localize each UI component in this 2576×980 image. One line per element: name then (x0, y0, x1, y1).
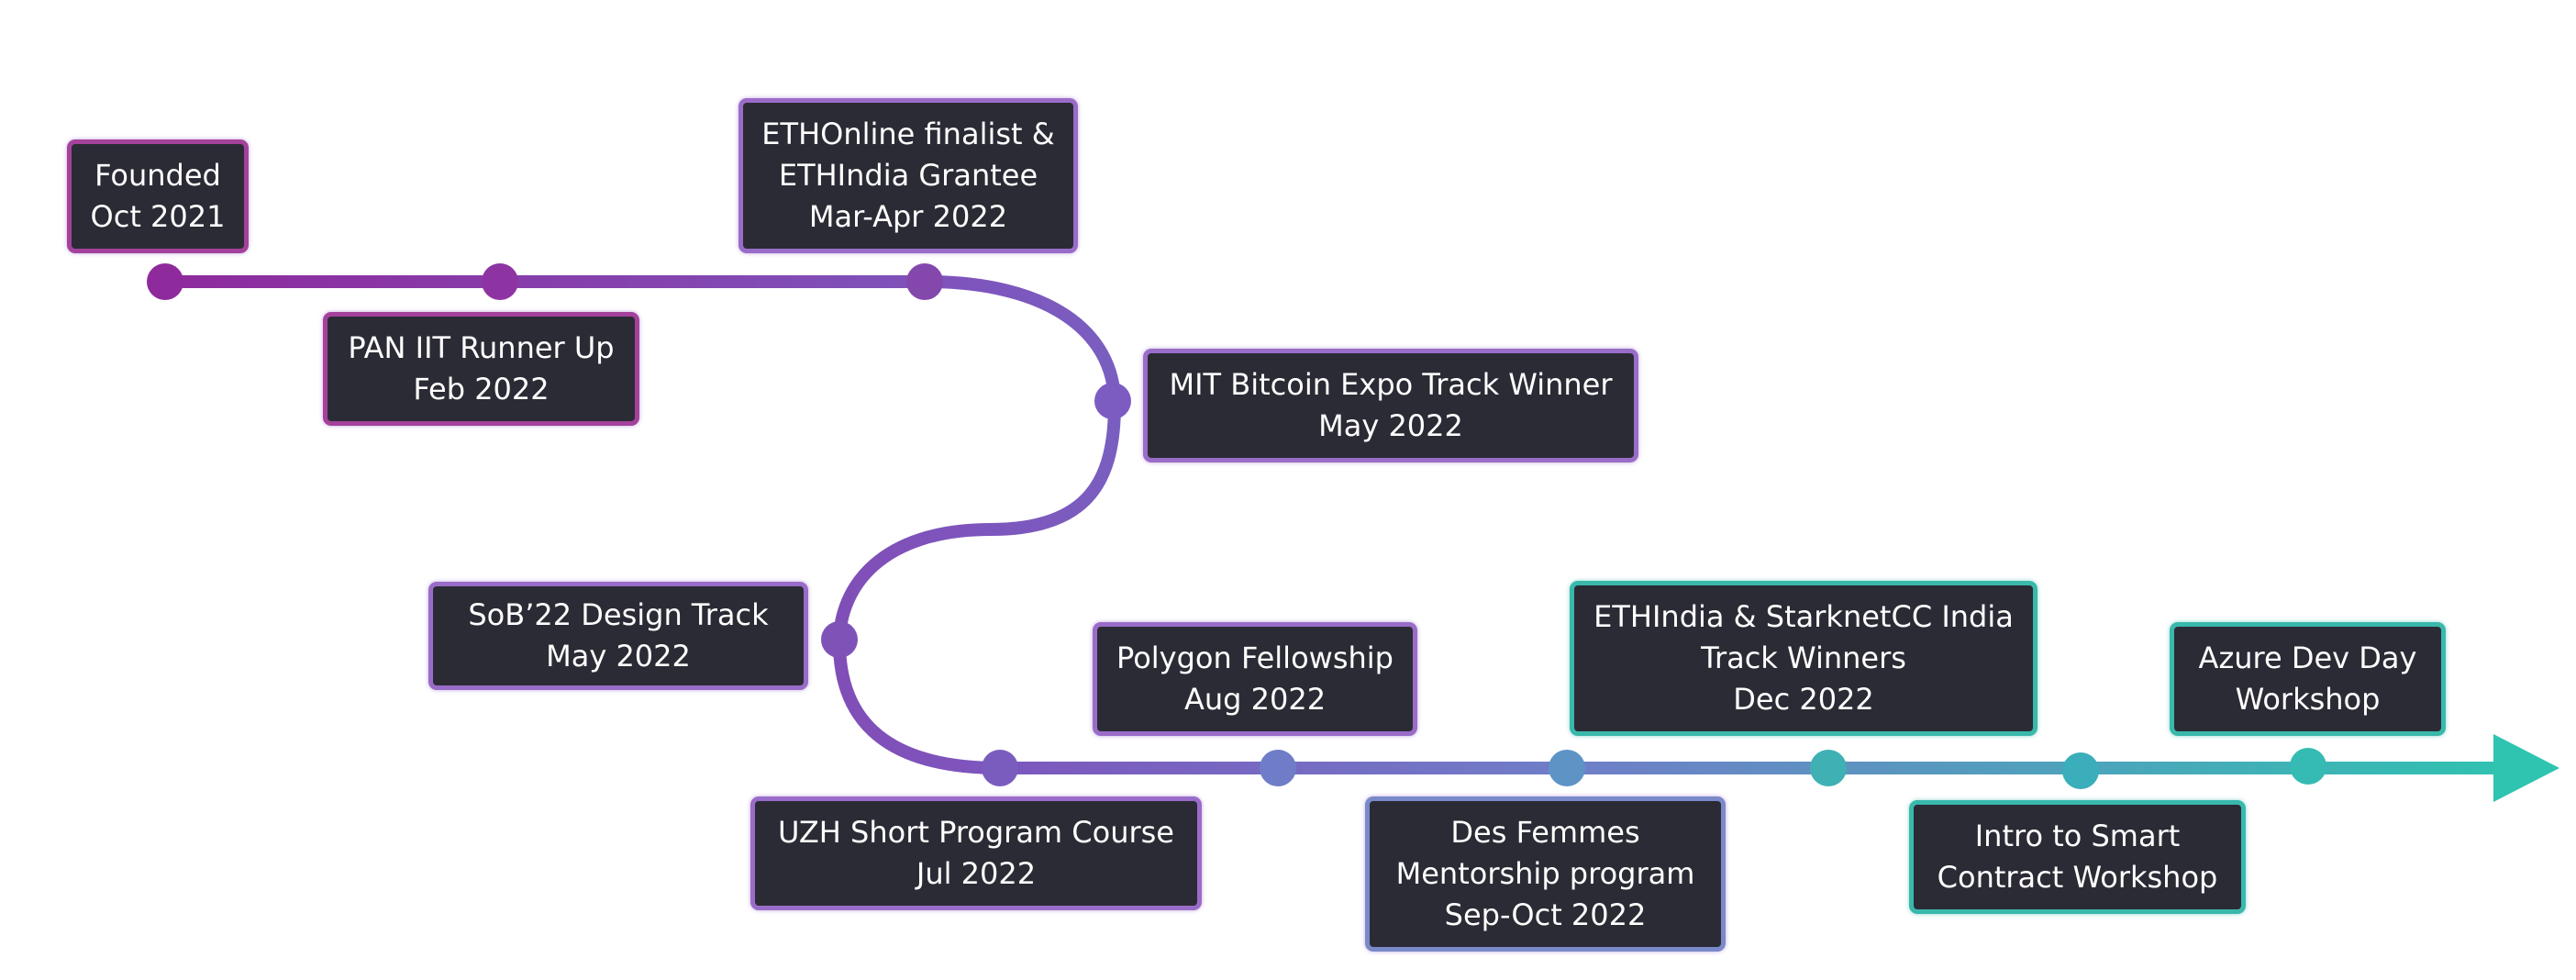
milestone-dot-polygon (1260, 750, 1296, 786)
milestone-card-intro-smart-contract: Intro to Smart Contract Workshop (1909, 800, 2246, 914)
milestone-date: Sep-Oct 2022 (1444, 897, 1647, 932)
milestone-line: Des Femmes (1450, 815, 1640, 850)
milestone-date: May 2022 (1318, 408, 1463, 443)
milestone-card-sob22: SoB’22 Design Track May 2022 (428, 582, 808, 690)
milestone-date: May 2022 (546, 639, 691, 674)
timeline-arrowhead (2493, 734, 2559, 802)
milestone-card-uzh: UZH Short Program Course Jul 2022 (750, 796, 1202, 910)
milestone-dot-mit-bitcoin (1094, 383, 1131, 419)
milestone-dot-sob22 (821, 621, 858, 658)
milestone-dot-ethindia-starknet (1810, 750, 1847, 786)
milestone-line: Mentorship program (1395, 856, 1695, 891)
milestone-line: Contract Workshop (1937, 860, 2218, 895)
milestone-card-ethonline: ETHOnline finalist & ETHIndia Grantee Ma… (738, 98, 1078, 253)
milestone-dot-des-femmes (1549, 750, 1585, 786)
milestone-card-founded: Founded Oct 2021 (67, 139, 249, 253)
milestone-line: Track Winners (1701, 640, 1906, 675)
milestone-dot-azure (2290, 748, 2326, 785)
milestone-line: ETHOnline finalist & (761, 117, 1055, 151)
milestone-line: MIT Bitcoin Expo Track Winner (1169, 367, 1613, 402)
milestone-dot-pan-iit (482, 263, 518, 300)
milestone-date: Feb 2022 (413, 372, 550, 406)
milestone-dot-uzh (982, 750, 1018, 786)
milestone-line: Polygon Fellowship (1116, 640, 1393, 675)
milestone-line: Azure Dev Day (2198, 640, 2417, 675)
milestone-date: Aug 2022 (1183, 682, 1327, 717)
timeline-path (159, 275, 2520, 774)
milestone-line: ETHIndia Grantee (778, 158, 1038, 193)
milestone-line: PAN IIT Runner Up (348, 330, 615, 365)
milestone-dot-ethonline (906, 263, 943, 300)
milestone-card-azure: Azure Dev Day Workshop (2170, 622, 2446, 736)
milestone-line: Workshop (2235, 682, 2381, 717)
milestone-date: Oct 2021 (90, 199, 226, 234)
milestone-line: UZH Short Program Course (778, 815, 1174, 850)
milestone-date: Mar-Apr 2022 (808, 199, 1008, 234)
milestone-dot-intro-smart-contract (2062, 752, 2099, 789)
milestone-date: Jul 2022 (916, 856, 1037, 891)
milestone-line: SoB’22 Design Track (468, 597, 769, 632)
milestone-line: Intro to Smart (1974, 819, 2181, 853)
milestone-card-des-femmes: Des Femmes Mentorship program Sep-Oct 20… (1365, 796, 1726, 952)
milestone-card-ethindia-starknet: ETHIndia & StarknetCC India Track Winner… (1570, 581, 2037, 736)
milestone-line: Founded (94, 158, 221, 193)
milestone-card-pan-iit: PAN IIT Runner Up Feb 2022 (323, 312, 639, 426)
milestone-line: ETHIndia & StarknetCC India (1593, 599, 2014, 634)
milestone-card-polygon: Polygon Fellowship Aug 2022 (1093, 622, 1417, 736)
milestone-card-mit-bitcoin: MIT Bitcoin Expo Track Winner May 2022 (1143, 349, 1638, 462)
milestone-date: Dec 2022 (1733, 682, 1874, 717)
milestone-dot-founded (147, 263, 183, 300)
